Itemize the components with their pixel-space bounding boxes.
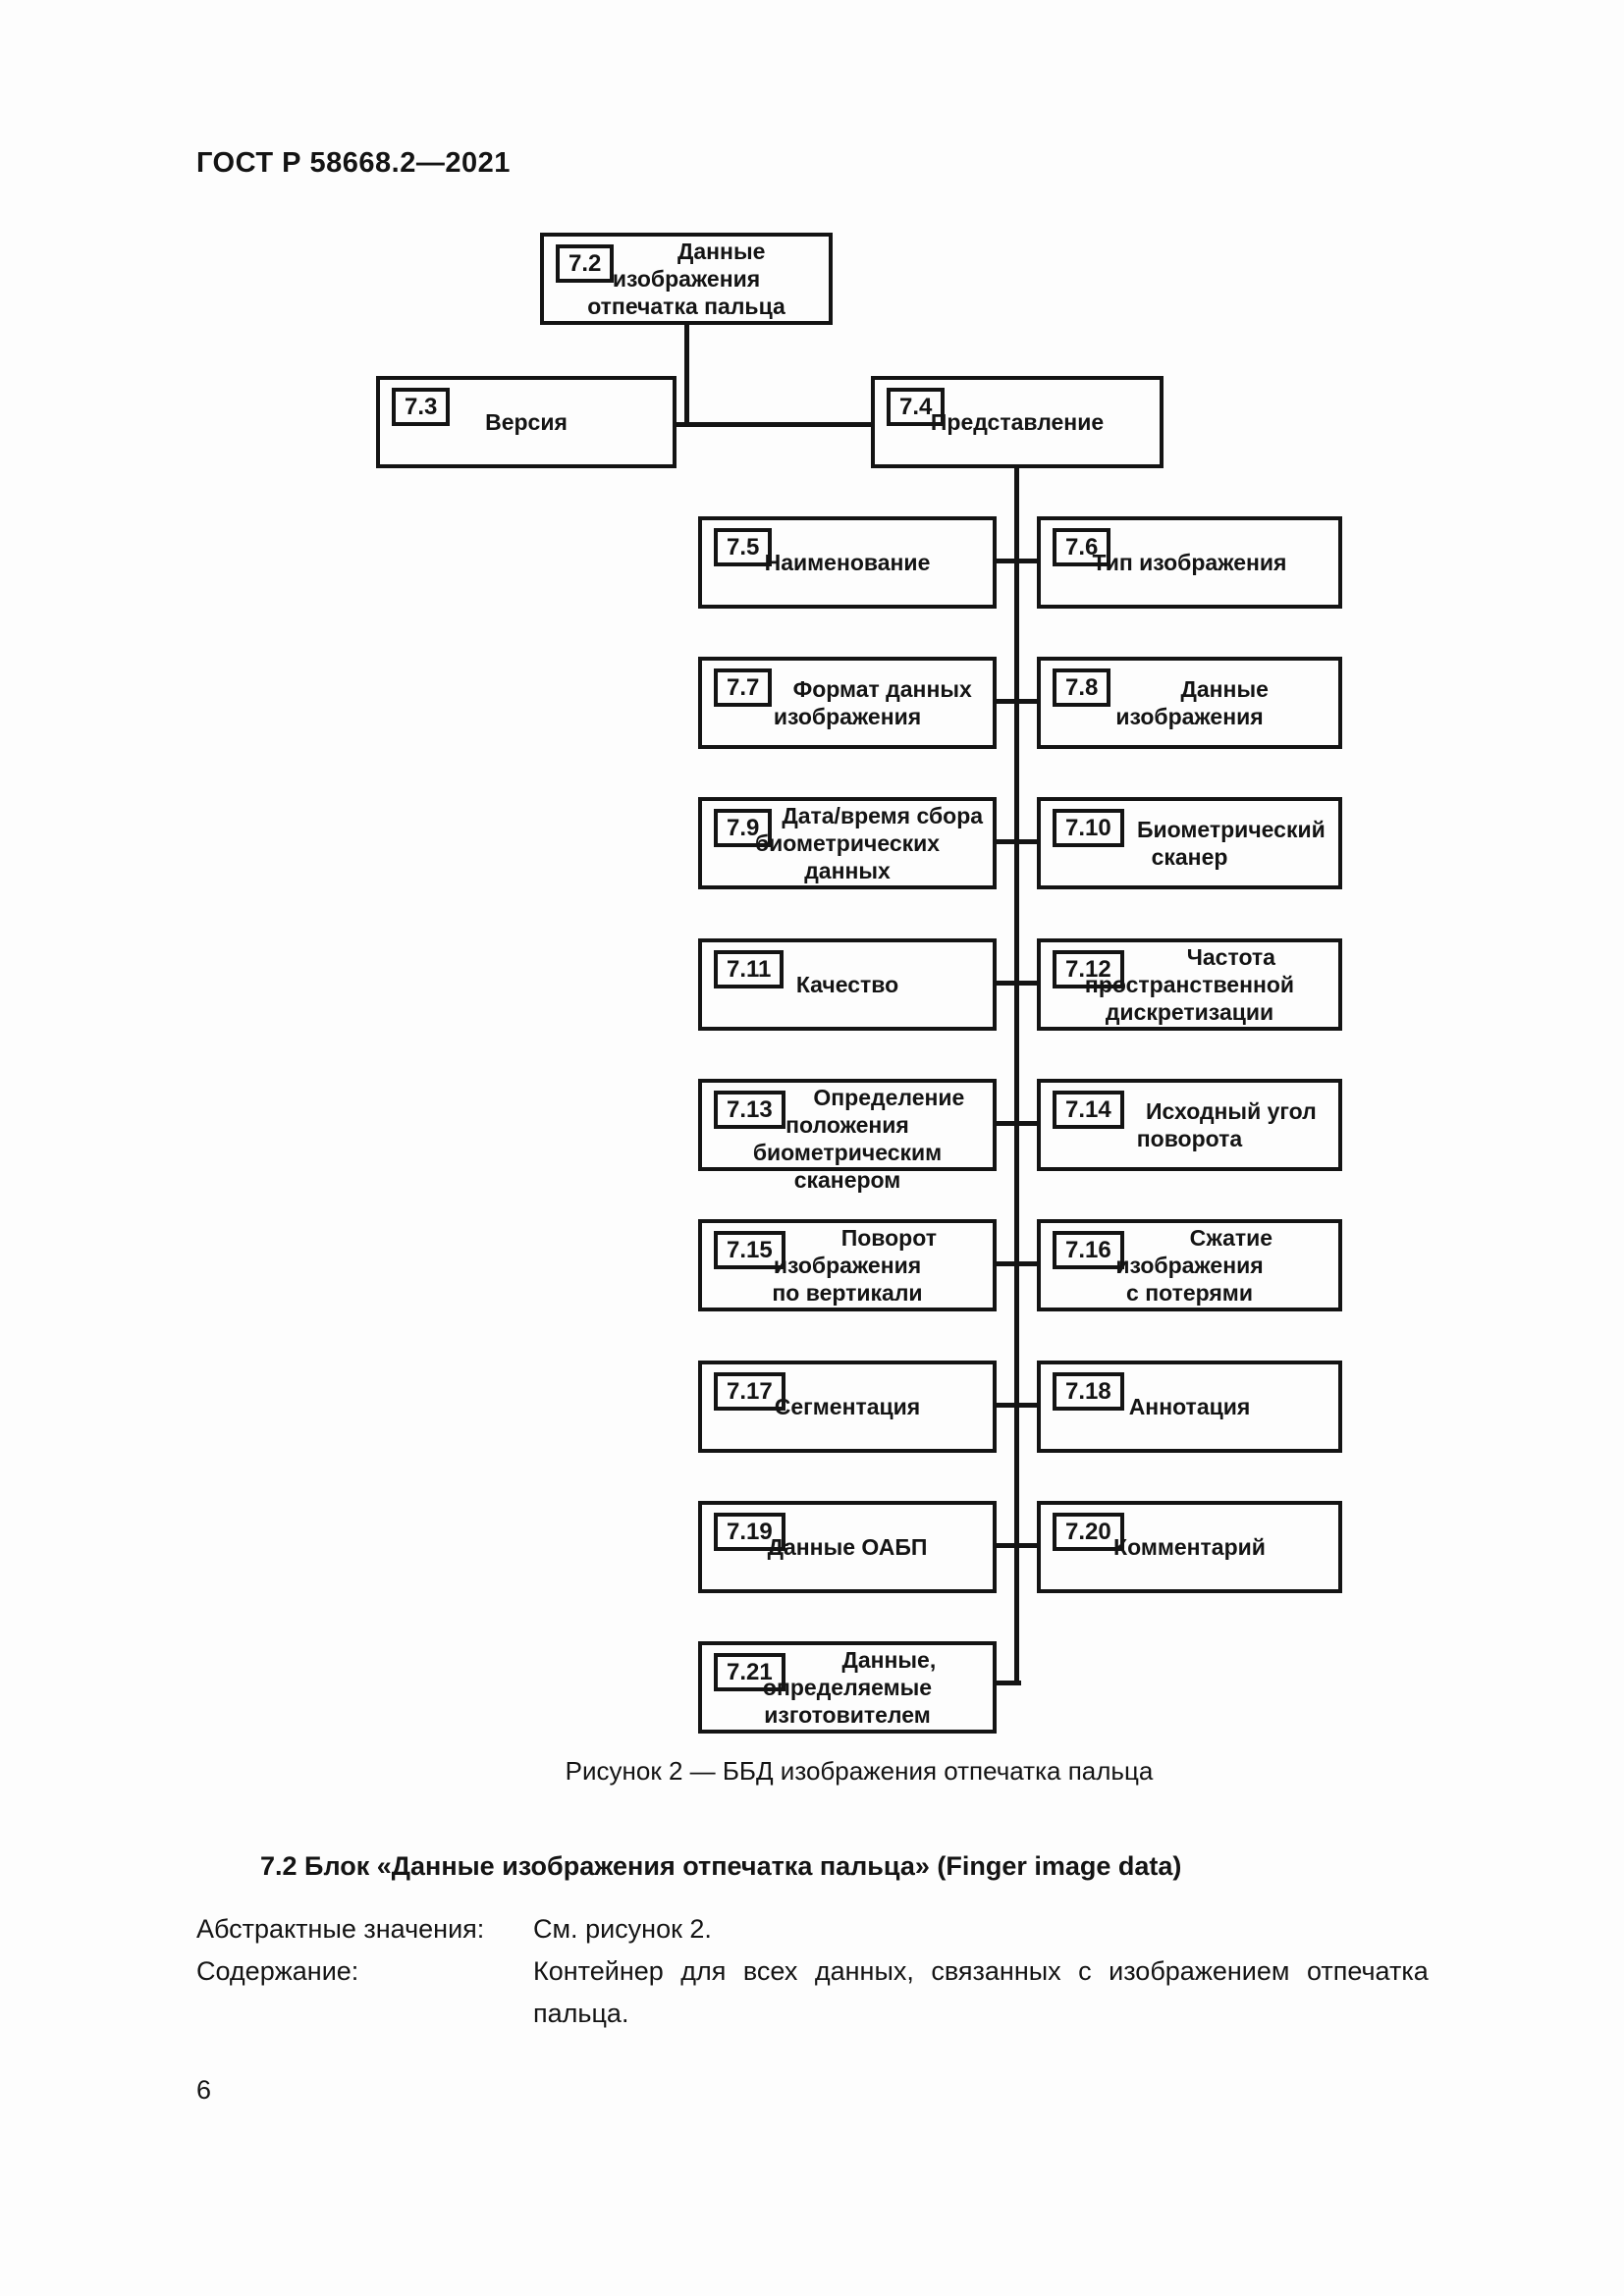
node-number-badge: 7.20 bbox=[1053, 1513, 1124, 1551]
node-label: Сжатие изображения с потерями bbox=[1115, 1225, 1273, 1306]
connector-row-6 bbox=[997, 1261, 1037, 1266]
connector-row-9-elbow bbox=[997, 1681, 1021, 1685]
node-number-badge: 7.11 bbox=[714, 950, 785, 988]
node-7-4: 7.4 Представление bbox=[871, 376, 1164, 468]
node-label: Биометрический сканер bbox=[1136, 817, 1326, 870]
node-7-18: 7.18 Аннотация bbox=[1037, 1361, 1342, 1453]
node-label: Сегментация bbox=[774, 1394, 921, 1419]
node-7-17: 7.17 Сегментация bbox=[698, 1361, 997, 1453]
node-7-6: 7.6 Тип изображения bbox=[1037, 516, 1342, 609]
node-7-19: 7.19 Данные ОАБП bbox=[698, 1501, 997, 1593]
node-number-badge: 7.5 bbox=[714, 528, 773, 566]
node-number-badge: 7.17 bbox=[714, 1372, 785, 1411]
node-7-20: 7.20 Комментарий bbox=[1037, 1501, 1342, 1593]
section-heading: 7.2 Блок «Данные изображения отпечатка п… bbox=[260, 1851, 1182, 1881]
node-number-badge: 7.4 bbox=[887, 388, 946, 426]
connector-row-5 bbox=[997, 1121, 1037, 1126]
node-7-8: 7.8 Данные изображения bbox=[1037, 657, 1342, 749]
node-7-9: 7.9 Дата/время сбора биометрических данн… bbox=[698, 797, 997, 889]
node-label: Наименование bbox=[764, 550, 931, 575]
connector-root-vertical bbox=[684, 324, 689, 427]
node-number-badge: 7.15 bbox=[714, 1231, 785, 1269]
node-label: Данные изображения bbox=[1115, 676, 1269, 729]
node-7-14: 7.14 Исходный угол поворота bbox=[1037, 1079, 1342, 1171]
connector-row-1 bbox=[997, 559, 1037, 563]
figure-caption: Рисунок 2 — ББД изображения отпечатка па… bbox=[565, 1756, 1154, 1786]
node-number-badge: 7.21 bbox=[714, 1653, 785, 1691]
node-label: Исходный угол поворота bbox=[1136, 1098, 1317, 1151]
node-7-10: 7.10 Биометрический сканер bbox=[1037, 797, 1342, 889]
definition-value-abstract-values: См. рисунок 2. bbox=[533, 1914, 712, 1944]
node-number-badge: 7.2 bbox=[556, 244, 615, 283]
node-label: Комментарий bbox=[1113, 1534, 1266, 1560]
node-label: Дата/время сбора биометрических данных bbox=[754, 803, 984, 883]
node-label: Данные, определяемые изготовителем bbox=[762, 1647, 937, 1728]
definition-term-content: Содержание: bbox=[196, 1956, 359, 1986]
node-7-11: 7.11 Качество bbox=[698, 938, 997, 1031]
definition-term-abstract-values: Абстрактные значения: bbox=[196, 1914, 485, 1944]
node-number-badge: 7.12 bbox=[1053, 950, 1124, 988]
node-7-15: 7.15 Поворот изображения по вертикали bbox=[698, 1219, 997, 1311]
node-7-5: 7.5 Наименование bbox=[698, 516, 997, 609]
node-label: Тип изображения bbox=[1092, 550, 1287, 575]
node-7-21: 7.21 Данные, определяемые изготовителем bbox=[698, 1641, 997, 1734]
node-number-badge: 7.14 bbox=[1053, 1091, 1124, 1129]
node-label: Поворот изображения по вертикали bbox=[772, 1225, 937, 1306]
node-number-badge: 7.9 bbox=[714, 809, 773, 847]
node-7-7: 7.7 Формат данных изображения bbox=[698, 657, 997, 749]
node-number-badge: 7.19 bbox=[714, 1513, 785, 1551]
connector-row-3 bbox=[997, 839, 1037, 844]
node-7-16: 7.16 Сжатие изображения с потерями bbox=[1037, 1219, 1342, 1311]
node-7-3: 7.3 Версия bbox=[376, 376, 677, 468]
node-number-badge: 7.3 bbox=[392, 388, 451, 426]
node-number-badge: 7.10 bbox=[1053, 809, 1124, 847]
node-label: Аннотация bbox=[1128, 1394, 1251, 1419]
node-7-2: 7.2 Данные изображения отпечатка пальца bbox=[540, 233, 833, 325]
node-label: Частота пространственной дискретизации bbox=[1084, 944, 1295, 1025]
node-number-badge: 7.6 bbox=[1053, 528, 1111, 566]
connector-root-horizontal bbox=[677, 422, 871, 427]
connector-row-4 bbox=[997, 981, 1037, 986]
node-label: Данные ОАБП bbox=[767, 1534, 928, 1560]
connector-row-8 bbox=[997, 1543, 1037, 1548]
node-number-badge: 7.18 bbox=[1053, 1372, 1124, 1411]
node-label: Данные изображения отпечатка пальца bbox=[587, 239, 785, 319]
connector-row-7 bbox=[997, 1403, 1037, 1408]
page-number: 6 bbox=[196, 2075, 212, 2105]
node-7-13: 7.13 Определение положения биометрически… bbox=[698, 1079, 997, 1193]
node-label: Представление bbox=[930, 409, 1105, 435]
node-label: Версия bbox=[485, 409, 568, 435]
connector-trunk-vertical bbox=[1014, 468, 1019, 1685]
node-number-badge: 7.8 bbox=[1053, 668, 1111, 707]
node-label: Определение положения биометрическим ска… bbox=[752, 1085, 965, 1193]
node-label: Качество bbox=[795, 972, 899, 997]
node-number-badge: 7.7 bbox=[714, 668, 773, 707]
node-label: Формат данных изображения bbox=[773, 676, 972, 729]
node-number-badge: 7.13 bbox=[714, 1091, 785, 1129]
page-header-title: ГОСТ Р 58668.2—2021 bbox=[196, 147, 511, 179]
connector-row-2 bbox=[997, 699, 1037, 704]
definition-value-content: Контейнер для всех данных, связанных с и… bbox=[533, 1956, 1429, 2028]
node-number-badge: 7.16 bbox=[1053, 1231, 1124, 1269]
node-7-12: 7.12 Частота пространственной дискретиза… bbox=[1037, 938, 1342, 1031]
